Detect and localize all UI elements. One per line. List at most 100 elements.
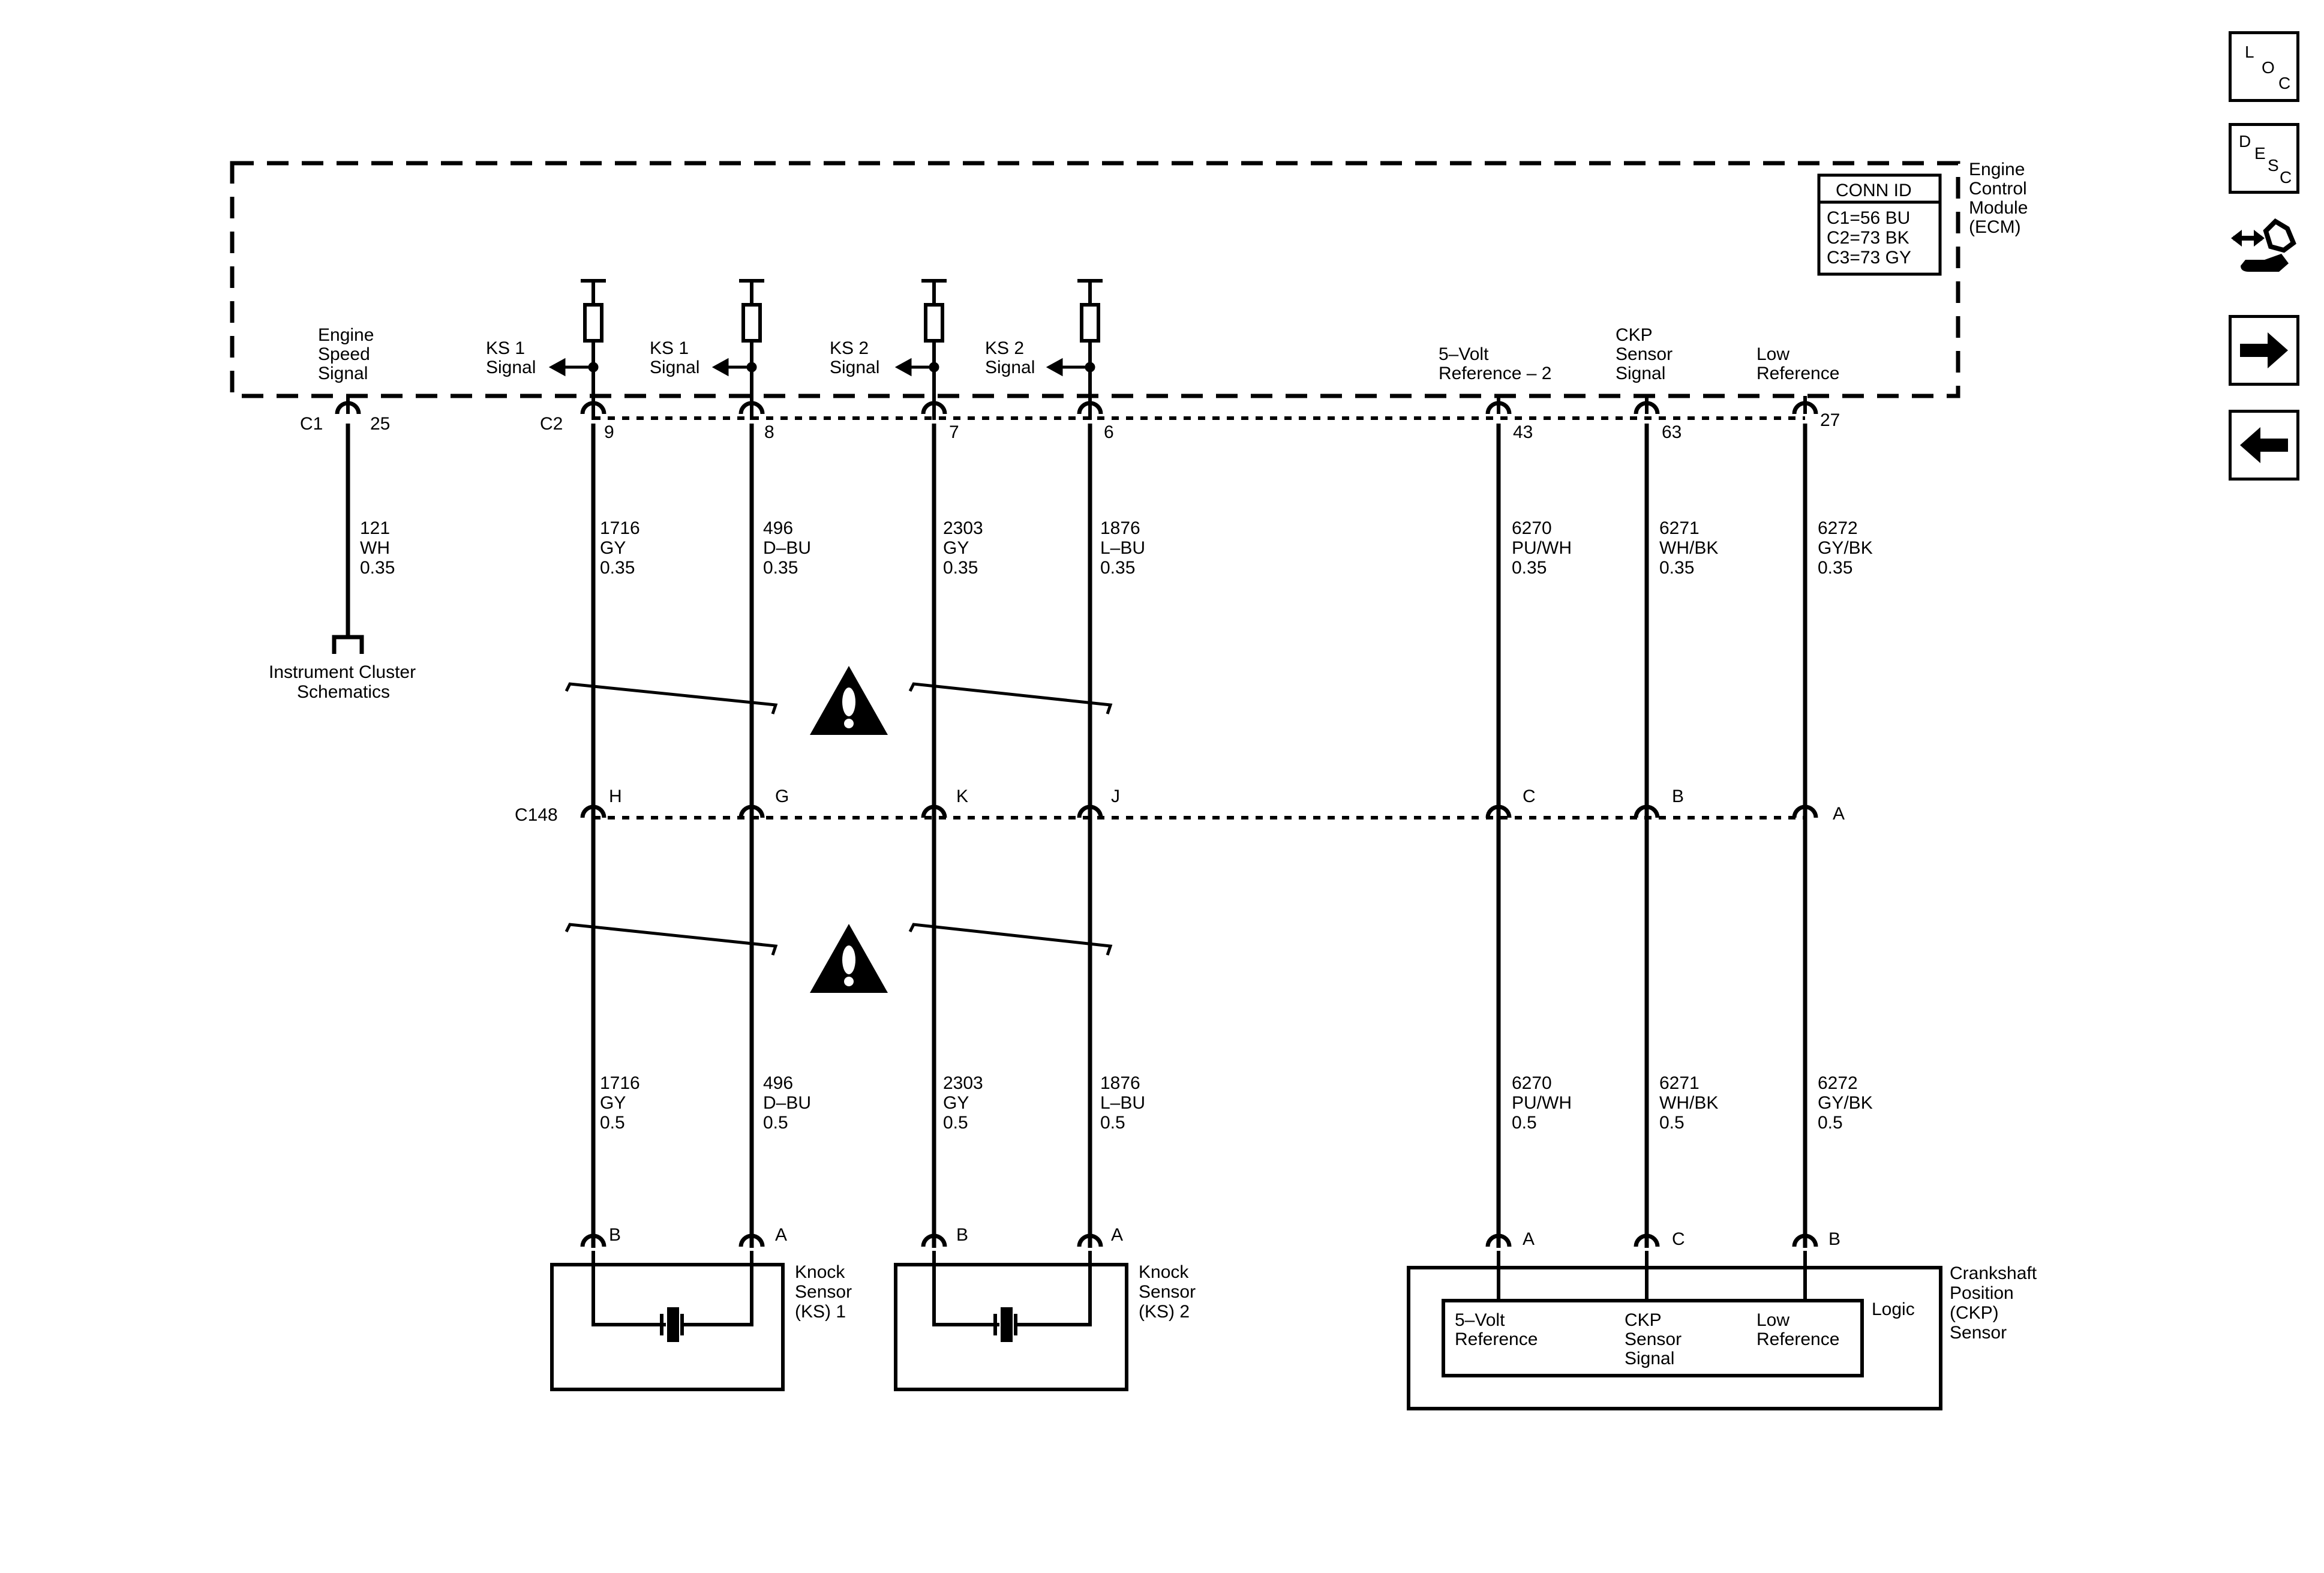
knock-sensor-1 [550,1251,785,1391]
ckp-sensor-name: Crankshaft Position (CKP) Sensor [1950,1263,2037,1343]
c2-pin-number: 27 [1820,410,1840,430]
svg-text:1716: 1716 [600,1073,640,1093]
svg-text:Low: Low [1756,1310,1789,1330]
loc-button[interactable]: L O C [2229,31,2299,102]
svg-text:Low: Low [1756,344,1789,364]
c1-pin-number: 25 [370,414,390,434]
ckp-inner-low-label: Low Reference [1756,1310,1839,1349]
c1-pin [335,401,361,415]
ks2-pin-letter: A [1111,1225,1123,1245]
c148-pin-letter: C [1523,786,1536,806]
svg-text:KS 2: KS 2 [985,338,1024,358]
pullup-resistor [921,279,947,420]
svg-text:(KS) 2: (KS) 2 [1139,1302,1190,1322]
ecm-module-name: Engine Control Module (ECM) [1969,160,2028,237]
svg-text:KS 1: KS 1 [486,338,525,358]
c2-pin [1792,401,1818,415]
c148-pins [580,804,1818,818]
c2-pin [1485,401,1512,415]
svg-text:Knock: Knock [795,1262,845,1282]
svg-text:6270: 6270 [1512,1073,1552,1093]
svg-text:WH: WH [360,538,390,558]
ckp-sensor-signal-label: CKP Sensor Signal [1616,325,1673,383]
connector-pins-top [335,401,1818,415]
low-reference-label: Low Reference [1756,344,1839,383]
next-page-button[interactable] [2229,315,2299,386]
conn-id-table: CONN ID C1=56 BU C2=73 BK C3=73 GY [1817,173,1942,276]
connector-end-view-icon [2231,218,2296,272]
wire-label-1716: 1716 GY 0.35 [600,518,640,578]
ckp-logic-label: Logic [1872,1299,1915,1319]
svg-text:Signal: Signal [985,358,1035,377]
connector-end-view-button[interactable] [2229,213,2299,284]
wire-label-6271: 6271 WH/BK 0.35 [1659,518,1718,578]
signal-arrow-icon [548,358,599,377]
svg-text:Engine: Engine [1969,160,2025,179]
c148-pin-letter: B [1672,786,1684,806]
c1-label: C1 [300,414,323,434]
wire-label-6270-lower: 6270 PU/WH 0.5 [1512,1073,1572,1133]
five-volt-reference-label: 5–Volt Reference – 2 [1439,344,1551,383]
c2-label: C2 [540,414,563,434]
c148-pin-letter: J [1111,786,1120,806]
desc-button[interactable]: D E S C [2229,123,2299,194]
svg-text:Instrument Cluster: Instrument Cluster [269,662,416,682]
component-pins [580,1233,1818,1247]
wire-label-1716-lower: 1716 GY 0.5 [600,1073,640,1133]
wire-label-1876-lower: 1876 L–BU 0.5 [1100,1073,1145,1133]
svg-text:GY: GY [943,1093,969,1113]
c2-pin-number: 6 [1104,422,1114,442]
svg-text:Signal: Signal [1625,1349,1674,1368]
wire-label-2303: 2303 GY 0.35 [943,518,983,578]
previous-page-button[interactable] [2229,410,2299,481]
svg-text:GY/BK: GY/BK [1818,538,1873,558]
c2-pin [1077,401,1103,415]
c148-pin-letter: A [1833,804,1845,824]
c2-pin [738,401,765,415]
c2-pin-number: 63 [1662,422,1682,442]
wires [346,424,1807,1248]
instrument-cluster-terminal [332,635,364,654]
svg-text:5–Volt: 5–Volt [1439,344,1489,364]
svg-text:1876: 1876 [1100,1073,1140,1093]
loc-letter: L [2245,43,2254,61]
svg-text:496: 496 [763,1073,793,1093]
svg-text:0.5: 0.5 [943,1113,968,1133]
c148-pin-letter: K [956,786,968,806]
ks1-signal-label-a: KS 1 Signal [486,338,536,377]
svg-text:0.35: 0.35 [600,558,635,578]
c2-pin [1634,401,1660,415]
svg-text:0.5: 0.5 [1512,1113,1537,1133]
svg-text:(ECM): (ECM) [1969,217,2021,237]
svg-text:Sensor: Sensor [1950,1323,2007,1343]
c2-pin [921,401,947,415]
svg-text:Speed: Speed [318,344,370,364]
twisted-pair-marker [565,682,1113,715]
wire-label-1876: 1876 L–BU 0.35 [1100,518,1145,578]
signal-arrow-icon [894,358,939,377]
svg-text:496: 496 [763,518,793,538]
svg-text:KS 2: KS 2 [830,338,869,358]
loc-letter: O [2262,58,2275,77]
c2-pin-number: 7 [949,422,959,442]
svg-text:Signal: Signal [650,358,699,377]
ckp-inner-5v-label: 5–Volt Reference [1455,1310,1538,1349]
conn-id-header: CONN ID [1836,181,1912,200]
ecm-boundary [230,161,1960,398]
pullup-resistor [739,279,764,420]
svg-text:GY/BK: GY/BK [1818,1093,1873,1113]
svg-text:Reference: Reference [1756,1329,1839,1349]
ks1-pin-letter: A [775,1225,787,1245]
knock-sensor-2 [894,1251,1128,1391]
svg-text:0.35: 0.35 [1818,558,1852,578]
conn-id-row: C2=73 BK [1827,228,1909,248]
svg-text:Signal: Signal [830,358,879,377]
svg-text:Engine: Engine [318,325,374,345]
wire-label-2303-lower: 2303 GY 0.5 [943,1073,983,1133]
knock-sensor-2-label: Knock Sensor (KS) 2 [1139,1262,1196,1322]
instrument-cluster-link[interactable]: Instrument Cluster Schematics [269,662,416,702]
svg-text:0.35: 0.35 [360,558,395,578]
caution-icon [810,666,888,735]
desc-letter: S [2268,156,2279,175]
